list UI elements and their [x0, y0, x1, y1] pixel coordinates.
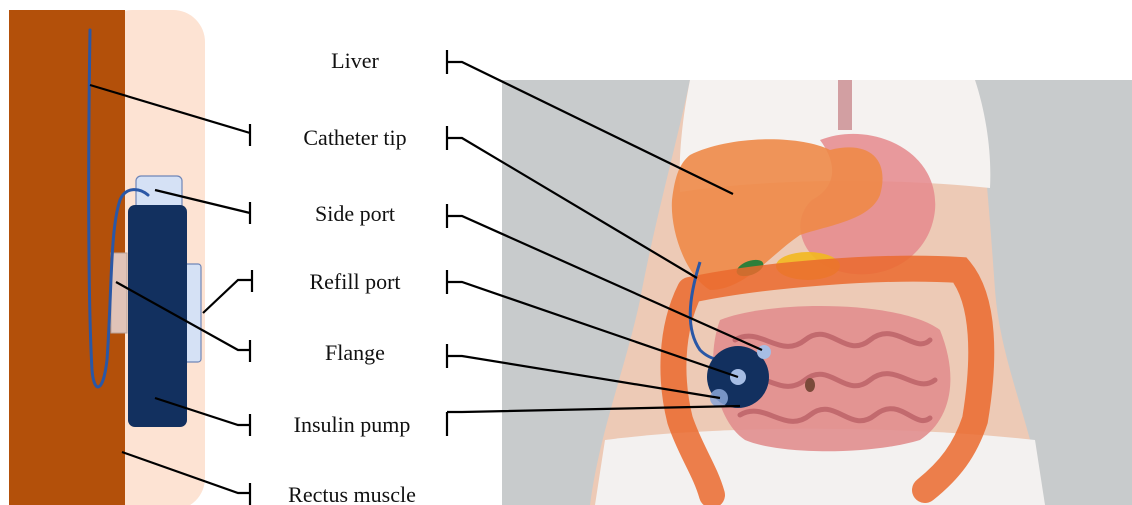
- refill-port-leader-left: [203, 270, 252, 313]
- torso-illustration: [502, 80, 1132, 505]
- cross-section-schematic: [9, 10, 205, 505]
- labels: Liver Catheter tip Side port Refill port…: [288, 48, 416, 505]
- flange-shape: [111, 253, 127, 333]
- rectus-muscle-layer: [9, 10, 125, 505]
- label-refill-port: Refill port: [309, 269, 400, 294]
- label-liver: Liver: [331, 48, 379, 73]
- label-flange: Flange: [325, 340, 385, 365]
- label-side-port: Side port: [315, 201, 395, 226]
- label-insulin-pump: Insulin pump: [294, 412, 411, 437]
- implant-side-port: [757, 345, 771, 359]
- navel: [805, 378, 815, 392]
- label-rectus-muscle: Rectus muscle: [288, 482, 416, 505]
- esophagus: [838, 80, 852, 130]
- label-catheter-tip: Catheter tip: [303, 125, 406, 150]
